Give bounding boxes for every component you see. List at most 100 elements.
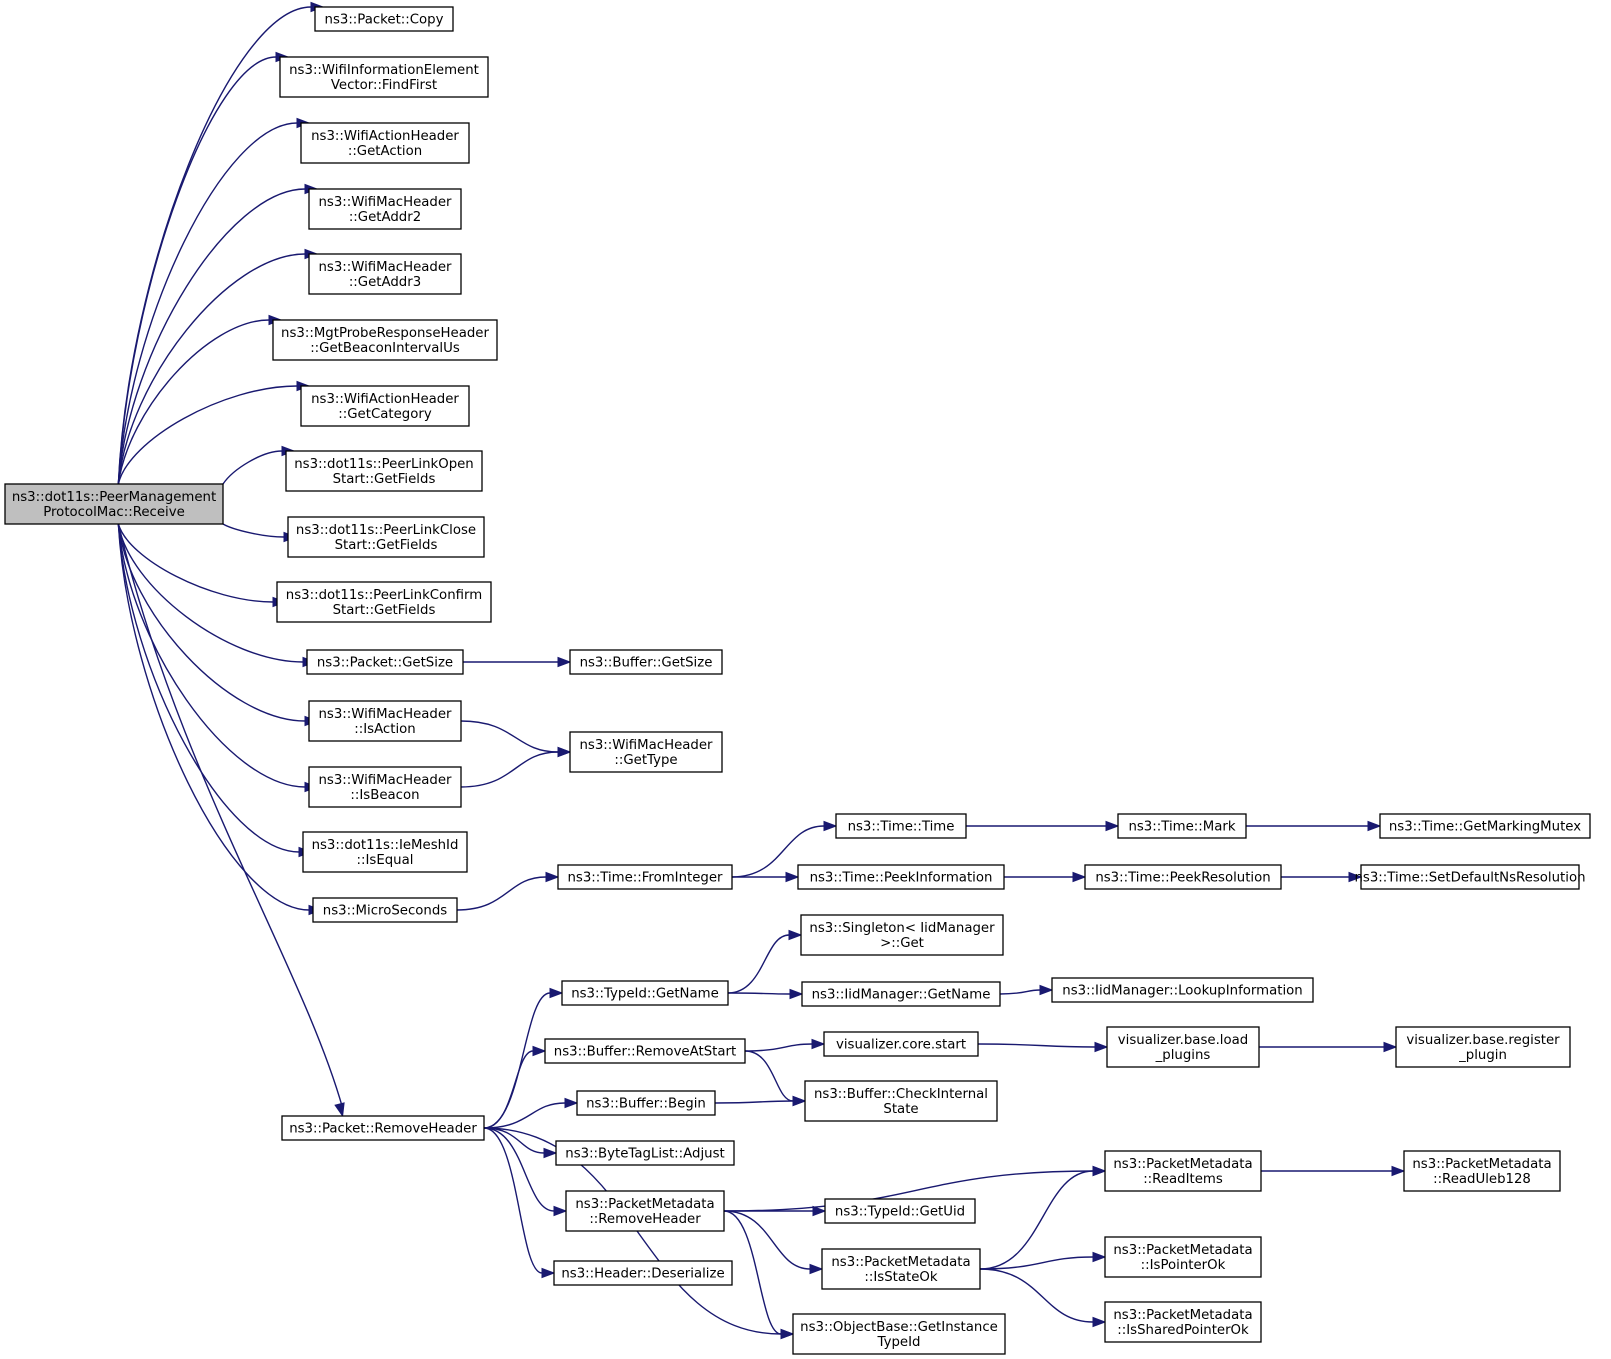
node-label-line: ns3::Time::SetDefaultNsResolution: [1354, 871, 1585, 886]
node-label-line: ::GetCategory: [338, 407, 432, 422]
node-pktgetsize[interactable]: ns3::Packet::GetSize: [306, 649, 464, 675]
edge-arrowhead: [1094, 1041, 1109, 1053]
node-box: [302, 831, 468, 873]
node-loadplugins[interactable]: visualizer.base.load_plugins: [1106, 1026, 1260, 1068]
node-box: [823, 1031, 979, 1057]
node-adjust[interactable]: ns3::ByteTagList::Adjust: [555, 1140, 735, 1166]
node-gettype[interactable]: ns3::WifiMacHeader::GetType: [569, 731, 723, 773]
node-getaction[interactable]: ns3::WifiActionHeader::GetAction: [300, 122, 470, 164]
node-openfields[interactable]: ns3::dot11s::PeerLinkOpenStart::GetField…: [285, 450, 483, 492]
node-label-line: ns3::dot11s::PeerLinkClose: [296, 523, 476, 538]
node-box: [800, 914, 1004, 956]
node-peekres[interactable]: ns3::Time::PeekResolution: [1084, 864, 1282, 890]
edge-arrowhead: [1348, 871, 1363, 883]
node-label-line: >::Get: [880, 936, 924, 951]
node-isstateok[interactable]: ns3::PacketMetadata::IsStateOk: [821, 1248, 981, 1290]
node-getmarkingmutex[interactable]: ns3::Time::GetMarkingMutex: [1379, 813, 1591, 839]
node-label-line: ns3::PacketMetadata: [1113, 1308, 1252, 1323]
node-removeatstart[interactable]: ns3::Buffer::RemoveAtStart: [544, 1038, 746, 1064]
node-readitems[interactable]: ns3::PacketMetadata::ReadItems: [1104, 1150, 1262, 1192]
node-typeidgetname[interactable]: ns3::TypeId::GetName: [561, 980, 729, 1006]
node-getcategory[interactable]: ns3::WifiActionHeader::GetCategory: [300, 385, 470, 427]
edge-microseconds-to-frominteger: [456, 871, 560, 911]
node-label-line: _plugins: [1155, 1048, 1211, 1063]
node-label-line: ::ReadUleb128: [1433, 1172, 1531, 1187]
node-ispointerok[interactable]: ns3::PacketMetadata::IsPointerOk: [1104, 1236, 1262, 1278]
node-mark[interactable]: ns3::Time::Mark: [1117, 813, 1247, 839]
node-isequal[interactable]: ns3::dot11s::IeMeshId::IsEqual: [302, 831, 468, 873]
node-isaction[interactable]: ns3::WifiMacHeader::IsAction: [308, 700, 462, 742]
node-timetime[interactable]: ns3::Time::Time: [835, 813, 967, 839]
node-bufbegin[interactable]: ns3::Buffer::Begin: [576, 1090, 716, 1116]
edge-arrowhead: [1383, 1041, 1398, 1053]
edge-line: [460, 720, 559, 753]
node-label-line: ::ReadItems: [1143, 1172, 1223, 1187]
edge-isbeacon-to-gettype: [460, 746, 572, 788]
node-issharedptr[interactable]: ns3::PacketMetadata::IsSharedPointerOk: [1104, 1301, 1262, 1343]
node-confirmfields[interactable]: ns3::dot11s::PeerLinkConfirmStart::GetFi…: [276, 581, 492, 623]
edge-arrowhead: [1092, 1165, 1107, 1177]
node-pmremoveheader[interactable]: ns3::PacketMetadata::RemoveHeader: [565, 1190, 725, 1232]
node-label-line: ns3::dot11s::PeerLinkConfirm: [286, 588, 482, 603]
node-removeheader[interactable]: ns3::Packet::RemoveHeader: [281, 1115, 485, 1141]
node-findfirst[interactable]: ns3::WifiInformationElementVector::FindF…: [279, 56, 489, 98]
node-corestart[interactable]: visualizer.core.start: [823, 1031, 979, 1057]
edge-arrowhead: [532, 1045, 547, 1057]
node-frominteger[interactable]: ns3::Time::FromInteger: [557, 864, 733, 890]
edge-arrowhead: [549, 987, 564, 999]
edge-readitems-to-readuleb: [1261, 1165, 1406, 1177]
edge-root-to-confirmfields: [117, 523, 287, 608]
node-microseconds[interactable]: ns3::MicroSeconds: [312, 897, 458, 923]
node-getaddr2[interactable]: ns3::WifiMacHeader::GetAddr2: [308, 188, 462, 230]
node-box: [1360, 864, 1580, 890]
node-label-line: ns3::ObjectBase::GetInstance: [800, 1320, 998, 1335]
edge-line: [483, 1127, 543, 1274]
edge-root-to-getcategory: [117, 380, 311, 485]
edge-typeidgetname-to-singleton: [727, 929, 803, 994]
node-iidgetname[interactable]: ns3::IidManager::GetName: [801, 981, 1001, 1007]
node-getaddr3[interactable]: ns3::WifiMacHeader::GetAddr3: [308, 253, 462, 295]
node-label-line: Start::GetFields: [335, 538, 438, 553]
node-isbeacon[interactable]: ns3::WifiMacHeader::IsBeacon: [308, 766, 462, 808]
node-copy[interactable]: ns3::Packet::Copy: [314, 6, 454, 32]
node-closefields[interactable]: ns3::dot11s::PeerLinkCloseStart::GetFiel…: [287, 516, 485, 558]
edge-pmremoveheader-to-getinstance: [723, 1210, 795, 1340]
node-label-line: ns3::Buffer::GetSize: [580, 656, 713, 671]
node-deserialize[interactable]: ns3::Header::Deserialize: [553, 1260, 733, 1286]
node-label-line: ns3::WifiMacHeader: [318, 773, 452, 788]
node-lookupinfo[interactable]: ns3::IidManager::LookupInformation: [1051, 977, 1314, 1003]
node-box: [1379, 813, 1591, 839]
node-label-line: ns3::Packet::GetSize: [317, 656, 453, 671]
node-label-line: TypeId: [877, 1335, 921, 1350]
node-bufgetsize[interactable]: ns3::Buffer::GetSize: [569, 649, 723, 675]
node-box: [1104, 1236, 1262, 1278]
node-getuid[interactable]: ns3::TypeId::GetUid: [824, 1198, 976, 1224]
node-singleton[interactable]: ns3::Singleton< IidManager>::Get: [800, 914, 1004, 956]
edge-line: [117, 188, 306, 485]
edge-arrowhead: [1105, 820, 1120, 832]
node-label-line: ns3::MicroSeconds: [323, 904, 447, 919]
edge-arrowhead: [812, 1205, 827, 1217]
node-root[interactable]: ns3::dot11s::PeerManagementProtocolMac::…: [4, 483, 224, 525]
edge-arrowhead: [557, 656, 572, 668]
edge-root-to-closefields: [222, 523, 298, 543]
node-readuleb[interactable]: ns3::PacketMetadata::ReadUleb128: [1403, 1150, 1561, 1192]
edge-arrowhead: [1092, 1251, 1107, 1263]
edge-arrowhead: [785, 871, 800, 883]
edge-peekres-to-setdefault: [1280, 871, 1363, 883]
edge-line: [723, 1210, 782, 1335]
edge-pmremoveheader-to-getuid: [724, 1205, 827, 1217]
edge-line: [483, 992, 551, 1129]
node-peekinfo[interactable]: ns3::Time::PeekInformation: [797, 864, 1005, 890]
node-box: [279, 56, 489, 98]
node-box: [565, 1190, 725, 1232]
edge-root-to-removeheader: [117, 523, 345, 1118]
edge-line: [723, 1210, 811, 1270]
node-box: [544, 1038, 746, 1064]
node-registerplugin[interactable]: visualizer.base.register_plugin: [1395, 1026, 1571, 1068]
node-getbeacon[interactable]: ns3::MgtProbeResponseHeader::GetBeaconIn…: [272, 319, 498, 361]
node-setdefault[interactable]: ns3::Time::SetDefaultNsResolution: [1354, 864, 1586, 890]
